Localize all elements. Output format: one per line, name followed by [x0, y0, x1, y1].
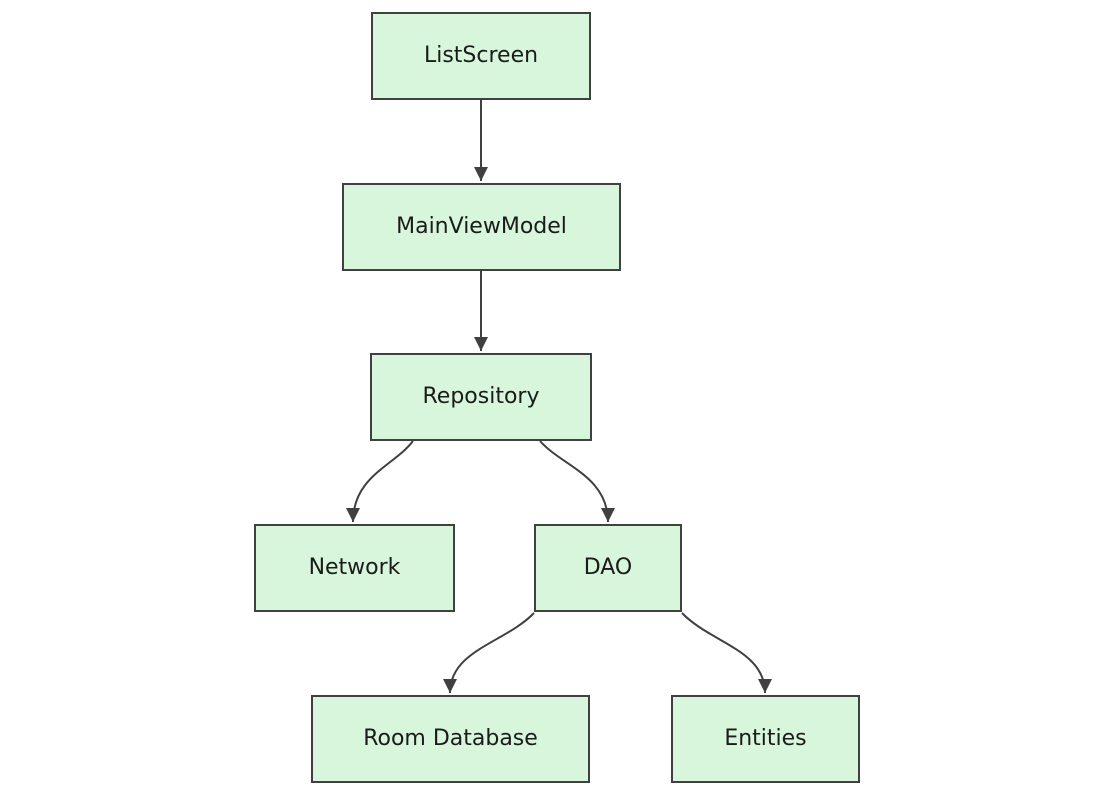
edge-repository-to-network [346, 440, 414, 523]
node-dao-label: DAO [583, 554, 633, 580]
node-entities: Entities [671, 695, 860, 783]
node-repository-label: Repository [422, 383, 540, 409]
edge-dao-to-entities [681, 612, 772, 694]
node-roomdatabase: Room Database [311, 695, 590, 783]
node-network-label: Network [308, 554, 401, 580]
node-listscreen: ListScreen [371, 12, 591, 100]
node-mainviewmodel-label: MainViewModel [396, 213, 567, 239]
node-entities-label: Entities [724, 725, 807, 751]
node-roomdatabase-label: Room Database [363, 725, 538, 751]
node-repository: Repository [370, 353, 592, 441]
node-listscreen-label: ListScreen [423, 42, 539, 68]
node-network: Network [254, 524, 455, 612]
edge-repository-to-dao [539, 440, 615, 523]
node-mainviewmodel: MainViewModel [342, 183, 621, 271]
edge-dao-to-roomdatabase [443, 612, 535, 694]
node-dao: DAO [534, 524, 682, 612]
